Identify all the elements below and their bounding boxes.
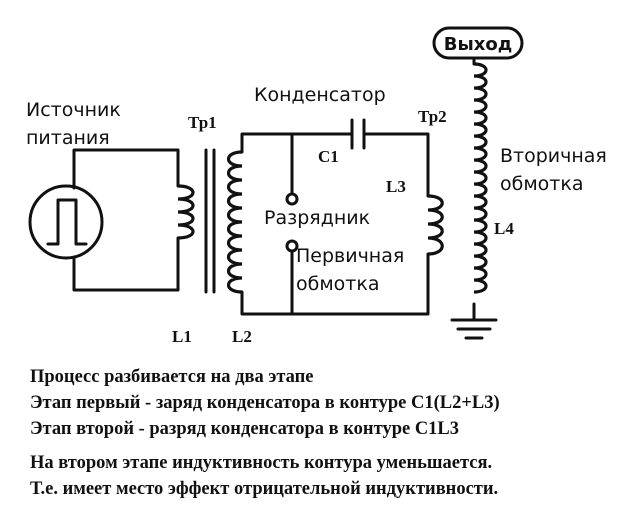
primary-wire-bottom [240, 252, 430, 316]
note-line-1: Процесс разбивается на два этапе [30, 367, 314, 387]
note-line-2: Этап первый - заряд конденсатора в конту… [30, 393, 500, 413]
primary-winding-label-line1: Первичная [296, 245, 404, 267]
l4-label: L4 [494, 219, 514, 238]
source-wire-bottom [72, 236, 180, 292]
spark-gap [285, 132, 299, 316]
primary-wire-top-right [362, 132, 430, 198]
note-line-3: Этап второй - разряд конденсатора в конт… [30, 419, 460, 439]
transformer-core-tr1 [204, 148, 216, 294]
source-wire-top [72, 148, 180, 190]
output-label: Выход [444, 34, 513, 55]
source-label-line1: Источник [26, 99, 121, 121]
l1-label: L1 [172, 327, 192, 346]
output-terminal: Выход [432, 26, 524, 60]
capacitor-c1 [350, 118, 366, 150]
note-line-4: На втором этапе индуктивность контура ум… [30, 453, 493, 473]
l2-label: L2 [232, 327, 252, 346]
coil-l4 [473, 62, 488, 294]
secondary-winding-label-line1: Вторичная [500, 145, 607, 167]
explanation-notes: Процесс разбивается на два этапе Этап пе… [30, 364, 630, 502]
capacitor-label: Конденсатор [254, 84, 386, 106]
primary-wire-top-left [240, 132, 354, 154]
coil-l1 [177, 184, 195, 240]
secondary-winding-label-line2: обмотка [500, 173, 584, 195]
coil-l2 [226, 150, 243, 294]
note-line-5: Т.е. имеет место эффект отрицательной ин… [30, 479, 499, 499]
c1-label: C1 [318, 147, 339, 166]
spark-gap-label: Разрядник [264, 207, 370, 229]
ground-symbol [450, 318, 498, 340]
l3-label: L3 [386, 177, 406, 196]
source-label-line2: питания [26, 127, 110, 149]
primary-winding-label-line2: обмотка [296, 273, 380, 295]
coil-l3 [427, 194, 444, 256]
pulse-source-symbol [28, 184, 104, 260]
tr2-label: Тр2 [418, 107, 447, 126]
tr1-label: Тр1 [188, 113, 217, 132]
